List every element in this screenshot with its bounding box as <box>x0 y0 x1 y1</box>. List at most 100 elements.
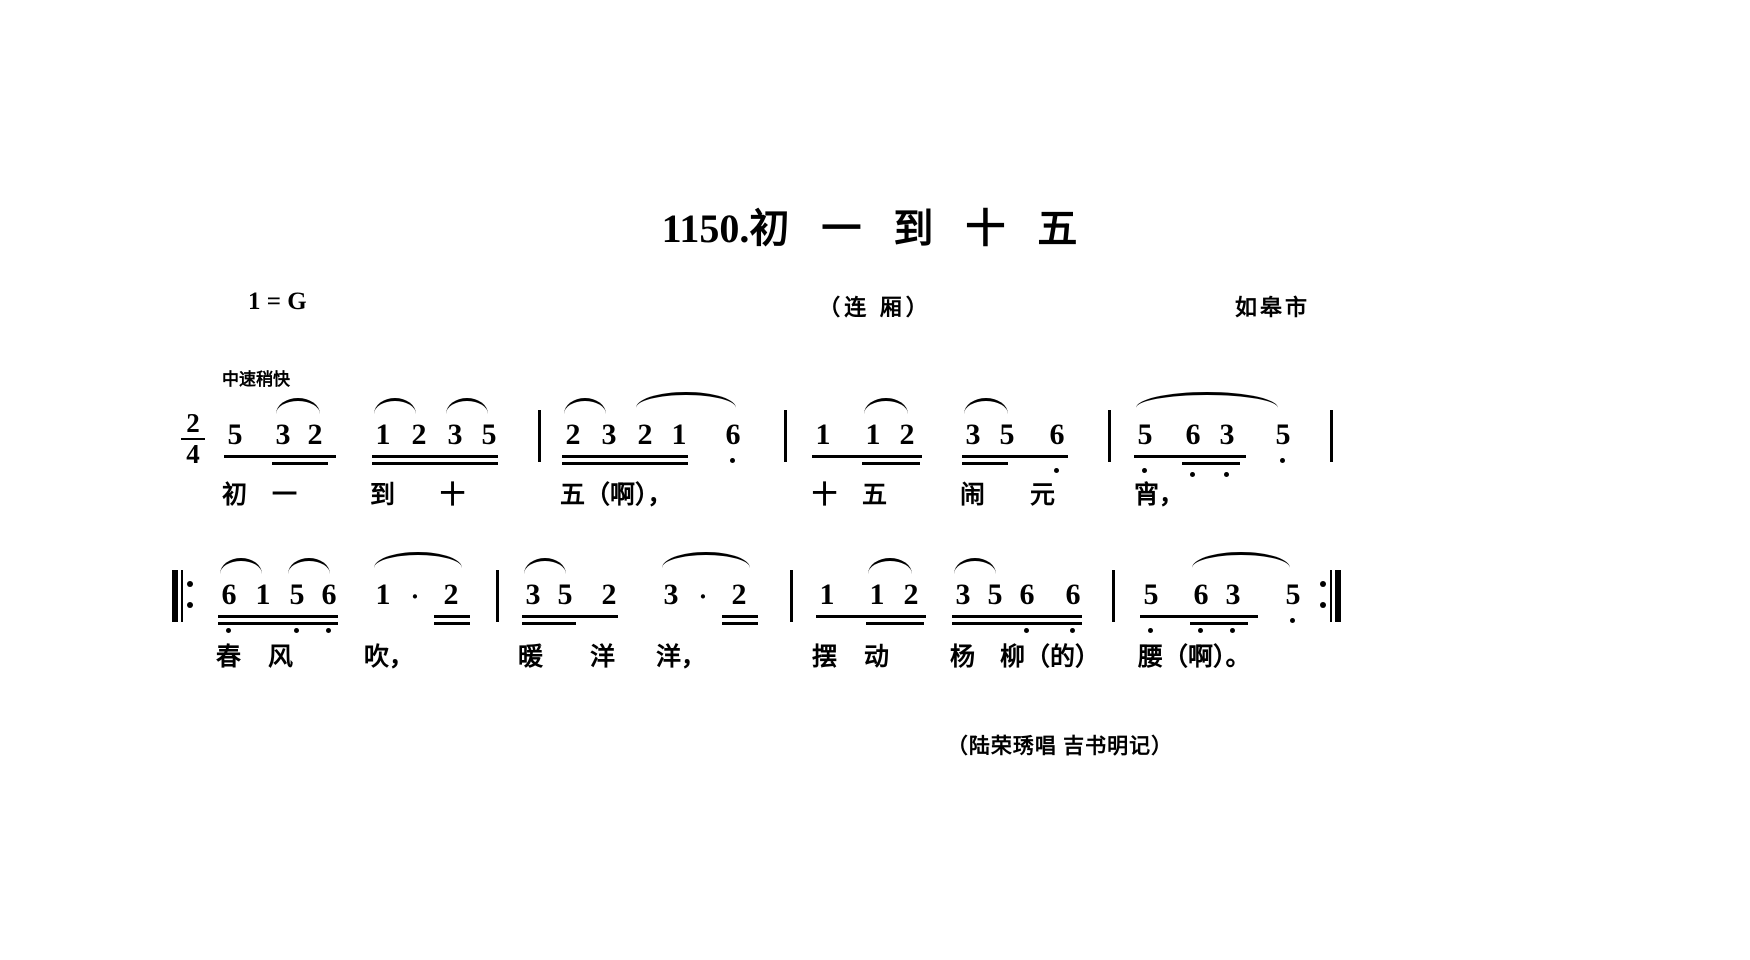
note: 2 <box>411 418 427 451</box>
beam-line <box>722 615 758 618</box>
octave-dot-low <box>294 628 299 633</box>
barline <box>1108 410 1111 462</box>
key-signature: 1 = G <box>248 288 307 315</box>
beam-line <box>1190 622 1248 625</box>
note: 6 <box>1193 578 1209 611</box>
note: 3 <box>601 418 617 451</box>
beam-line <box>1140 615 1258 618</box>
slur-arc <box>868 558 912 574</box>
beam-line <box>962 455 1068 458</box>
beam-line <box>372 462 498 465</box>
slur-arc <box>374 398 416 414</box>
note: 2 <box>637 418 653 451</box>
beam-line <box>434 615 470 618</box>
repeat-dot <box>1320 602 1326 609</box>
barline <box>790 570 793 622</box>
note: 5 <box>227 418 243 451</box>
time-signature-numerator: 2 <box>186 408 200 438</box>
octave-dot-low <box>326 628 331 633</box>
note: 6 <box>221 578 237 611</box>
repeat-dot <box>187 581 193 588</box>
slur-arc <box>276 398 320 414</box>
note: 1 <box>869 578 885 611</box>
slur-arc <box>374 552 462 568</box>
header-row: 1 = G （连 厢） 如皋市 <box>0 288 1750 332</box>
slur-arc <box>564 398 606 414</box>
time-signature: 2 4 <box>176 410 210 468</box>
beam-line <box>562 462 688 465</box>
lyric-syllable: 五（啊）， <box>560 482 673 509</box>
note: 5 <box>987 578 1003 611</box>
lyric-syllable: 动 <box>864 644 890 671</box>
beam-line <box>812 455 922 458</box>
beam-line <box>962 462 1008 465</box>
octave-dot-low <box>1230 628 1235 633</box>
note: 3 <box>275 418 291 451</box>
slur-arc <box>636 392 736 408</box>
lyric-syllable: 元 <box>1030 482 1056 509</box>
octave-dot-low <box>1198 628 1203 633</box>
note: 3 <box>965 418 981 451</box>
note: 3 <box>525 578 541 611</box>
lyric-syllable: 杨 <box>950 644 976 671</box>
title-text: 初 一 到 十 五 <box>749 206 1089 251</box>
barline <box>1330 410 1333 462</box>
octave-dot-low <box>1070 628 1075 633</box>
barline <box>784 410 787 462</box>
subtitle: （连 厢） <box>818 295 932 320</box>
note: 5 <box>557 578 573 611</box>
note: 5 <box>1137 418 1153 451</box>
octave-dot-low <box>1190 472 1195 477</box>
slur-arc <box>446 398 488 414</box>
note: 5 <box>999 418 1015 451</box>
note: 1 <box>375 418 391 451</box>
beam-line <box>218 622 338 625</box>
note: 2 <box>731 578 747 611</box>
beam-line <box>952 615 1082 618</box>
beam-line <box>434 622 470 625</box>
lyric-syllable: 暖 <box>518 644 544 671</box>
lyric-syllable: 洋， <box>656 644 707 671</box>
beam-line <box>522 622 576 625</box>
slur-arc <box>662 552 750 568</box>
octave-dot-low <box>1142 468 1147 473</box>
lyric-syllable: 柳（的） <box>1000 644 1101 671</box>
beam-line <box>952 622 1082 625</box>
page-title: 1150.初 一 到 十 五 <box>0 196 1750 254</box>
note: 3 <box>1219 418 1235 451</box>
note: 5 <box>1275 418 1291 451</box>
note: 6 <box>1019 578 1035 611</box>
octave-dot-low <box>1054 468 1059 473</box>
beam-line <box>218 615 338 618</box>
note: 5 <box>1143 578 1159 611</box>
lyric-syllable: 到 <box>370 482 396 509</box>
lyric-syllable: 吹， <box>364 644 415 671</box>
note: 6 <box>1065 578 1081 611</box>
repeat-thick-line <box>1335 570 1341 622</box>
slur-arc <box>1136 392 1278 408</box>
note: 5 <box>481 418 497 451</box>
lyric-syllable: 初 <box>222 482 248 509</box>
note: 2 <box>307 418 323 451</box>
lyric-syllable: 洋 <box>590 644 616 671</box>
augmentation-dot: · <box>410 582 420 611</box>
note: 2 <box>903 578 919 611</box>
note: 1 <box>671 418 687 451</box>
beam-line <box>1134 455 1246 458</box>
region-label: 如皋市 <box>1234 295 1310 320</box>
slur-arc <box>864 398 908 414</box>
barline <box>496 570 499 622</box>
note: 6 <box>725 418 741 451</box>
repeat-dot <box>187 602 193 609</box>
note: 1 <box>819 578 835 611</box>
beam-line <box>224 455 336 458</box>
repeat-dot <box>1320 581 1326 588</box>
slur-arc <box>964 398 1008 414</box>
note: 3 <box>447 418 463 451</box>
title-separator: . <box>739 206 750 251</box>
octave-dot-low <box>730 458 735 463</box>
repeat-thin-line <box>1330 570 1332 622</box>
note: 6 <box>1049 418 1065 451</box>
note: 6 <box>1185 418 1201 451</box>
octave-dot-low <box>1148 628 1153 633</box>
